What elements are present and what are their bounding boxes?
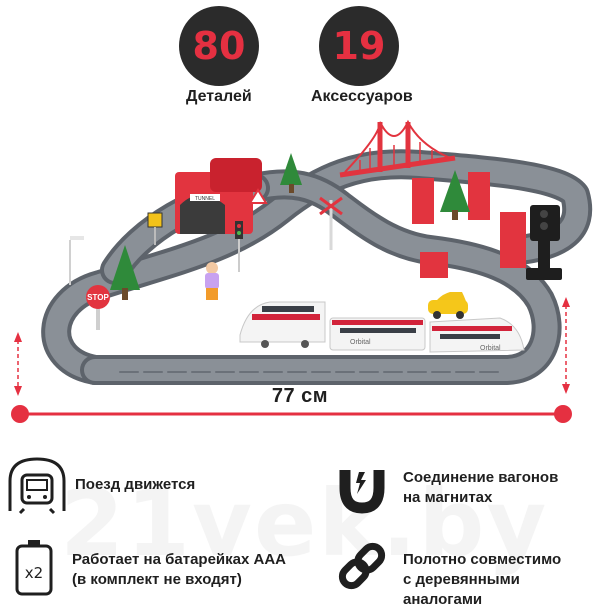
bridge-supports <box>412 172 526 278</box>
feature-compatible-line-2: с деревянными аналогами <box>403 571 520 608</box>
feature-magnets-line-1: Соединение вагонов <box>403 469 559 486</box>
accessories-label: Аксессуаров <box>311 88 413 105</box>
trees <box>110 153 470 300</box>
suspension-bridge <box>339 119 456 178</box>
details-count-badge: 80 <box>179 6 259 86</box>
arrow-down-left-icon <box>14 386 22 396</box>
magnet-icon <box>339 462 385 514</box>
accessories-count-badge: 19 <box>319 6 399 86</box>
dimension-endpoint-left <box>11 405 29 423</box>
train-brand-label-2: Orbital <box>480 345 501 352</box>
details-label: Деталей <box>186 88 252 105</box>
train: Orbital Orbital <box>239 301 525 353</box>
link-icon <box>338 542 386 590</box>
stop-sign: STOP <box>86 285 110 330</box>
feature-batteries: Работает на батарейках ААА (в комплект н… <box>72 550 286 590</box>
details-count: 80 <box>192 24 246 68</box>
feature-compatible-line-1: Полотно совместимо <box>403 551 562 568</box>
tunnel-sign: TUNNEL <box>195 196 215 202</box>
road-signs <box>69 188 343 285</box>
arrow-up-right-icon <box>562 297 570 307</box>
toy-car <box>428 292 468 319</box>
stop-sign-text: STOP <box>87 293 109 302</box>
feature-batteries-line-2: (в комплект не входят) <box>72 571 242 588</box>
arrow-down-right-icon <box>562 384 570 394</box>
battery-icon: x2 <box>15 540 53 596</box>
toy-figure <box>205 262 219 300</box>
train-icon <box>8 457 66 515</box>
accessories-count: 19 <box>332 24 386 68</box>
train-brand-label: Orbital <box>350 339 371 346</box>
feature-magnets: Соединение вагонов на магнитах <box>403 468 558 508</box>
railway-set-image: TUNNEL STOP <box>11 119 593 423</box>
width-dimension-label: 77 см <box>271 385 329 407</box>
feature-train-moves: Поезд движется <box>75 476 196 493</box>
dimension-endpoint-right <box>554 405 572 423</box>
feature-magnets-line-2: на магнитах <box>403 489 493 506</box>
arrow-up-left-icon <box>14 332 22 342</box>
tunnel: TUNNEL <box>175 158 262 234</box>
svg-text:x2: x2 <box>25 564 43 582</box>
feature-batteries-line-1: Работает на батарейках ААА <box>72 551 286 568</box>
traffic-lights <box>235 205 562 280</box>
feature-compatible: Полотно совместимо с деревянными аналога… <box>403 550 600 610</box>
